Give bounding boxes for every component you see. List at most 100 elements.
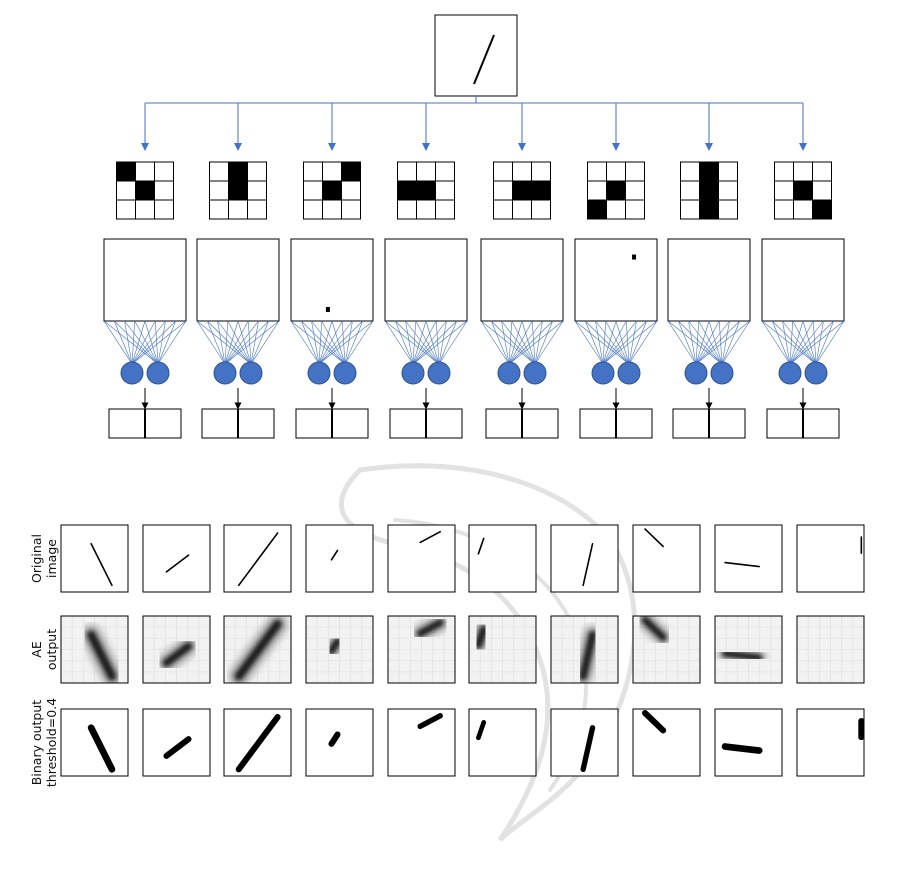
- connection: [291, 321, 319, 364]
- feature-map-7: [668, 239, 750, 321]
- kernel-5: [494, 162, 551, 219]
- neuron-1: [779, 362, 801, 384]
- connection: [155, 321, 158, 364]
- connection: [696, 321, 699, 364]
- cell-background: [143, 709, 210, 776]
- kernel-cell: [229, 181, 248, 200]
- sample-7-row-2: [551, 616, 618, 683]
- feature-map-frame: [291, 239, 373, 321]
- kernel-cell: [323, 162, 342, 181]
- cell-background: [633, 525, 700, 592]
- kernel-1: [117, 162, 174, 219]
- sample-10-row-1: [797, 525, 864, 592]
- kernel-cell: [436, 200, 455, 219]
- kernel-cell: [719, 181, 738, 200]
- sample-4-row-1: [306, 525, 373, 592]
- kernel-cell: [813, 162, 832, 181]
- ae-unit-8: [762, 321, 844, 438]
- kernel-cell: [342, 181, 361, 200]
- kernel-cell: [398, 162, 417, 181]
- sample-8-row-1: [633, 525, 700, 592]
- neuron-2: [711, 362, 733, 384]
- connection: [197, 321, 225, 364]
- kernel-cell: [607, 181, 626, 200]
- kernel-cell: [588, 162, 607, 181]
- cell-background: [388, 709, 455, 776]
- binary-line: [725, 747, 759, 751]
- ae-line: [725, 654, 759, 658]
- neuron-1: [214, 362, 236, 384]
- kernel-cell: [532, 200, 551, 219]
- kernel-cell: [494, 200, 513, 219]
- feature-map-frame: [481, 239, 563, 321]
- cell-background: [633, 709, 700, 776]
- sample-3-row-1: [224, 525, 291, 592]
- kernel-cell: [342, 162, 361, 181]
- cell-background: [306, 709, 373, 776]
- sample-5-row-3: [388, 709, 455, 776]
- connection: [104, 321, 132, 364]
- feature-activation-dot: [632, 255, 636, 260]
- neuron-2: [805, 362, 827, 384]
- cell-background: [715, 709, 782, 776]
- feature-map-6: [575, 239, 657, 321]
- cell-content: [469, 616, 536, 683]
- dense-connections: [291, 321, 373, 364]
- cell-background: [469, 525, 536, 592]
- sample-1-row-1: [61, 525, 128, 592]
- sample-9-row-2: [715, 616, 782, 683]
- feature-map-1: [104, 239, 186, 321]
- cell-content: [306, 616, 373, 683]
- kernel-cell: [436, 162, 455, 181]
- kernel-7: [681, 162, 738, 219]
- cell-content: [797, 616, 864, 683]
- connection: [481, 321, 509, 364]
- kernel-cell: [794, 200, 813, 219]
- kernel-cell: [155, 200, 174, 219]
- neuron-2: [334, 362, 356, 384]
- row-label-2: AEoutput: [29, 629, 59, 670]
- connection: [722, 321, 750, 364]
- kernel-cell: [117, 162, 136, 181]
- cell-content: [61, 616, 128, 683]
- connection: [342, 321, 345, 364]
- kernel-cell: [700, 181, 719, 200]
- cell-background: [143, 525, 210, 592]
- row-label-line: image: [44, 539, 59, 578]
- kernel-cell: [117, 200, 136, 219]
- kernel-3: [304, 162, 361, 219]
- cell-content: [224, 616, 291, 683]
- dense-connections: [762, 321, 844, 364]
- kernel-6: [588, 162, 645, 219]
- kernel-cell: [155, 181, 174, 200]
- kernel-cell: [248, 181, 267, 200]
- feature-map-3: [291, 239, 373, 321]
- connection: [225, 321, 228, 364]
- cell-content: [725, 747, 759, 751]
- cell-content: [551, 616, 618, 683]
- dense-connections: [104, 321, 186, 364]
- kernel-cell: [136, 162, 155, 181]
- connection: [626, 321, 629, 364]
- kernel-cell: [626, 200, 645, 219]
- connection: [762, 321, 790, 364]
- kernel-cell: [210, 162, 229, 181]
- kernel-cell: [681, 162, 700, 181]
- kernel-cell: [700, 162, 719, 181]
- feature-map-5: [481, 239, 563, 321]
- row-label-3: Binary outputthreshold=0.4: [29, 698, 59, 787]
- fanout-connectors: [145, 96, 803, 147]
- kernel-cell: [700, 200, 719, 219]
- feature-map-frame: [762, 239, 844, 321]
- kernel-cell: [494, 181, 513, 200]
- kernel-cell: [136, 200, 155, 219]
- ae-unit-5: [481, 321, 563, 438]
- kernel-cell: [117, 181, 136, 200]
- kernel-cell: [607, 162, 626, 181]
- connection: [629, 321, 657, 364]
- ae-unit-3: [291, 321, 373, 438]
- feature-map-frame: [385, 239, 467, 321]
- kernel-cell: [248, 162, 267, 181]
- sample-10-row-2: [797, 616, 864, 683]
- kernel-cell: [417, 181, 436, 200]
